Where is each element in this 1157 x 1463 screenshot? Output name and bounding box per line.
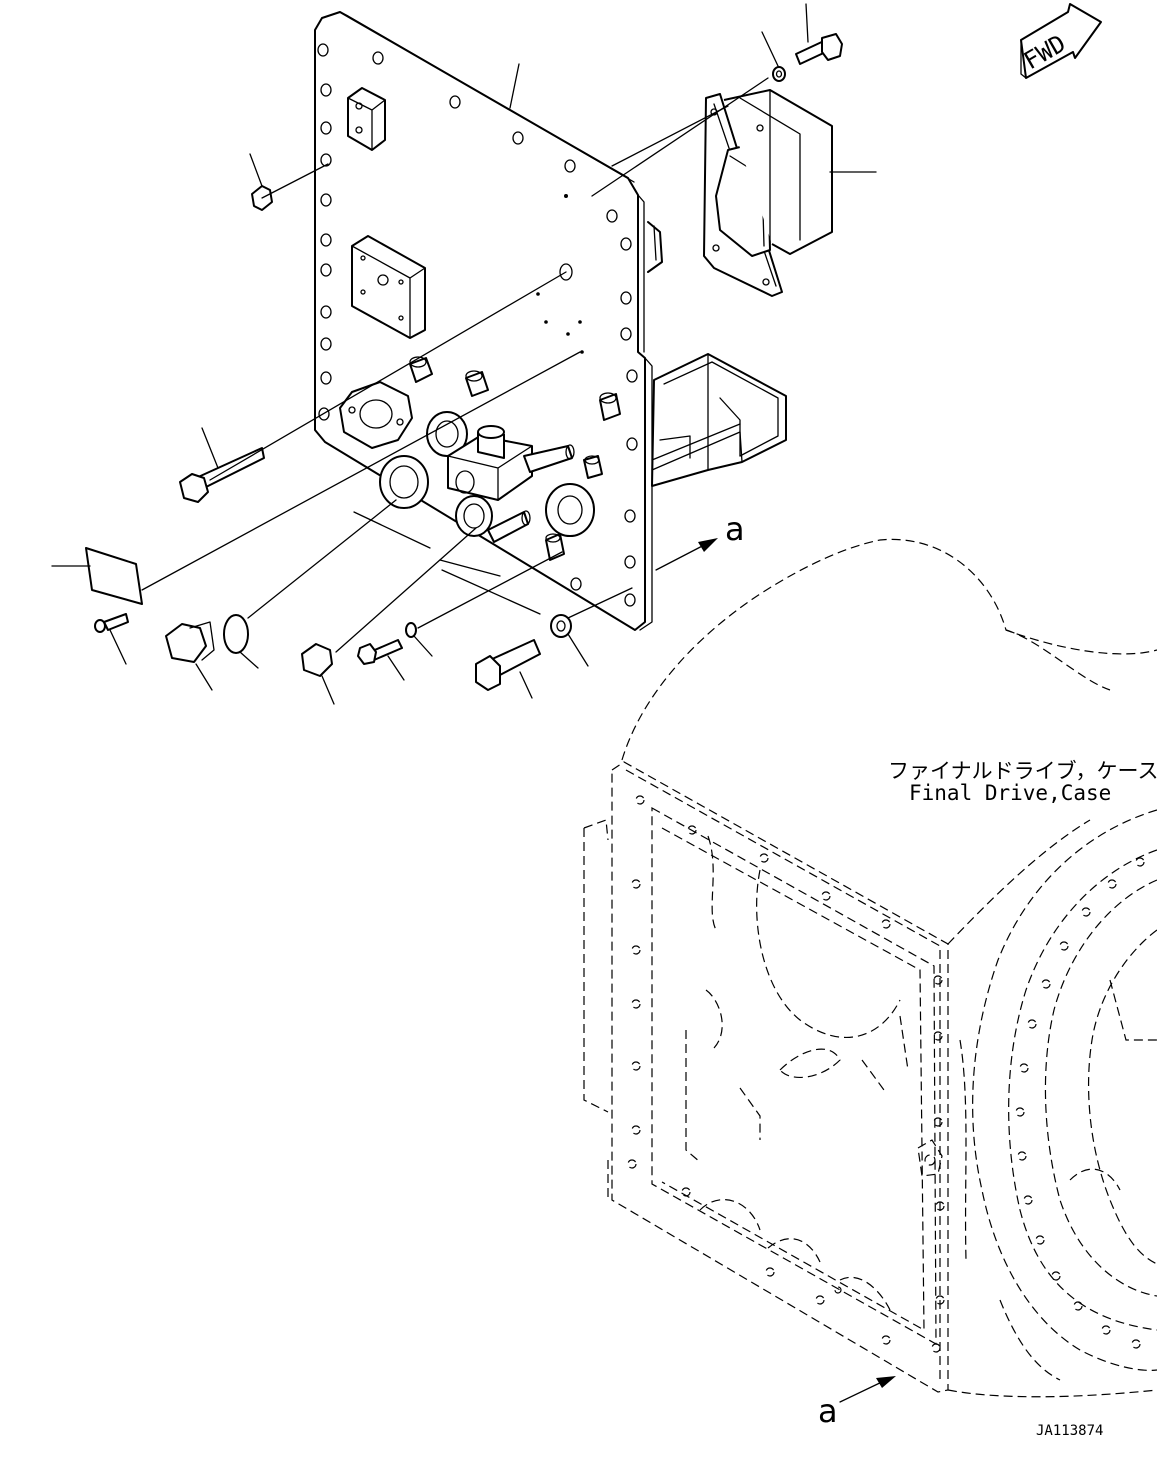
final-drive-case — [583, 538, 1157, 1398]
plate-bores — [379, 411, 595, 537]
figure-id: JA113874 — [1036, 1423, 1103, 1439]
reference-marker-upper: a — [725, 510, 745, 548]
case-bolt-holes — [627, 795, 945, 1353]
loose-hardware — [85, 33, 843, 691]
reference-arrow-lower: a — [818, 1376, 896, 1430]
valve-block — [447, 425, 575, 543]
reference-marker-lower: a — [818, 1392, 838, 1430]
case-label-en: Final Drive,Case — [909, 781, 1111, 805]
plate-bosses — [409, 356, 621, 561]
case-label-jp: ファイナルドライブ，ケース — [888, 759, 1157, 783]
fwd-arrow: FWD — [1019, 3, 1102, 79]
leader-lines — [51, 3, 877, 705]
plate-bolt-holes — [317, 43, 638, 607]
inspection-cover — [703, 89, 833, 297]
plate-block-upper — [347, 87, 386, 151]
ring-bolt-holes — [1015, 857, 1145, 1349]
plate-flange — [339, 381, 413, 449]
plate-pad — [351, 235, 426, 339]
rear-brackets — [647, 221, 787, 487]
reference-arrow-upper: a — [655, 510, 745, 571]
cover-plate — [314, 11, 653, 631]
assembly-lines — [141, 77, 769, 653]
